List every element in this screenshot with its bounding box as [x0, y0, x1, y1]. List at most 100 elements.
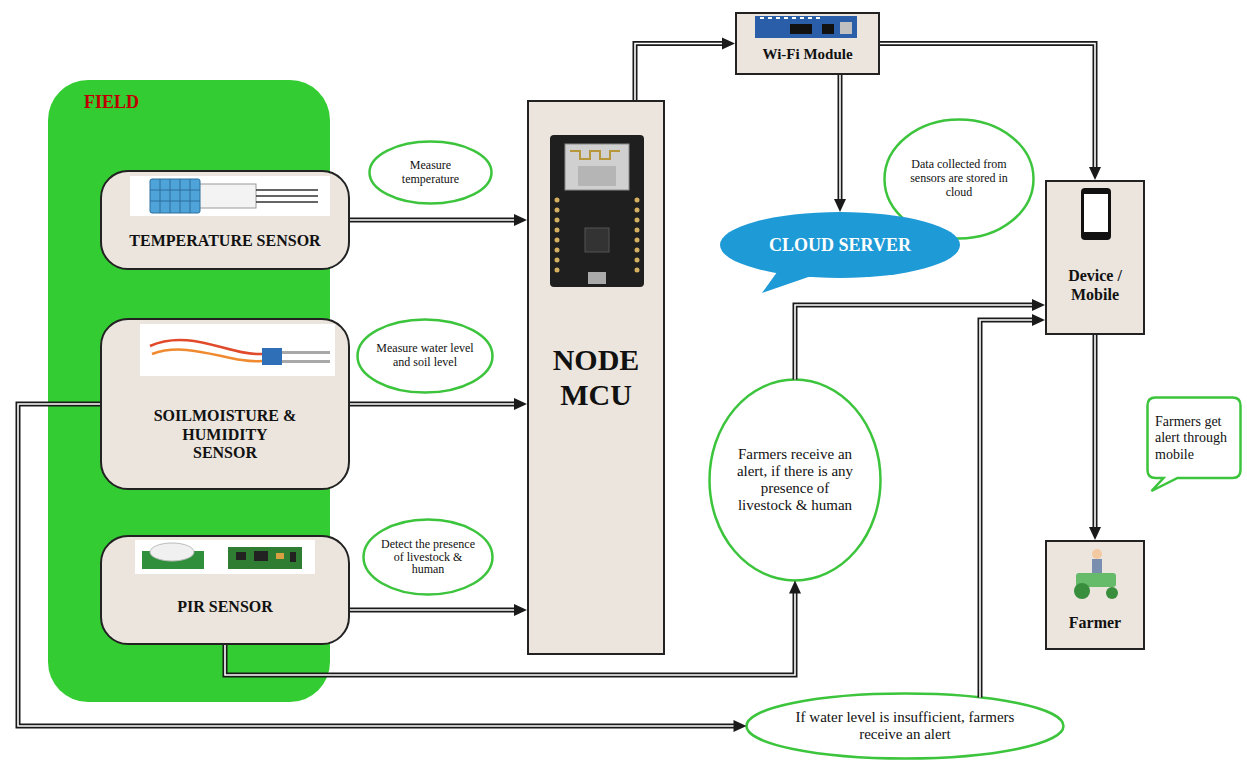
node-label: NODE MCU: [541, 343, 651, 412]
temperature-sensor-picture: [130, 176, 330, 216]
node-label: CLOUD SERVER: [743, 235, 938, 256]
node-label: Farmer: [1069, 614, 1121, 632]
ellipse-outline: [364, 520, 493, 595]
arrow-head: [1032, 314, 1045, 326]
node-label: Measure temperature: [384, 159, 477, 187]
chip: [822, 24, 834, 34]
node-label: Measure water level and soil level: [374, 342, 476, 370]
connector-core: [18, 404, 736, 726]
picture-ground: [130, 176, 330, 216]
bubble-outline: [1148, 398, 1241, 492]
node-label: Data collected from sensors are stored i…: [909, 158, 1009, 199]
farmer-picture: [1074, 549, 1118, 599]
node-label: Farmers get alert through mobile: [1155, 414, 1236, 462]
cloud-body: [720, 212, 960, 278]
connector-core: [350, 403, 516, 405]
connector-core: [225, 592, 795, 676]
board: [550, 135, 644, 287]
sensor-prong: [282, 351, 330, 354]
chip: [236, 552, 246, 560]
antenna: [570, 151, 620, 159]
pir-sensor-picture: [135, 540, 315, 574]
sensor-body: [150, 179, 200, 213]
connector: [795, 299, 1045, 380]
arrow-head: [722, 38, 735, 50]
chip: [790, 24, 812, 34]
node-label: If water level is insufficient, farmers …: [777, 709, 1033, 744]
arrow-head: [1089, 527, 1101, 540]
ellipse-outline: [710, 380, 881, 581]
node-label: Farmers receive an alert, if there is an…: [734, 446, 856, 515]
alert-circle: Farmers receive an alert, if there is an…: [708, 378, 882, 582]
connector-line: [225, 592, 795, 676]
connector: [980, 314, 1045, 697]
connector-core: [635, 44, 724, 101]
node-label: PIR SENSOR: [177, 598, 273, 616]
module-board: [755, 16, 857, 38]
arrow-head: [834, 199, 846, 212]
node-label: SOILMOISTURE & HUMIDITY SENSOR: [150, 407, 300, 462]
picture-ground: [140, 324, 335, 376]
connector-line: [1093, 335, 1098, 529]
device-box: Device / Mobile: [1045, 180, 1145, 335]
module-box: Wi-Fi Module: [735, 12, 880, 75]
phone-picture: [1081, 188, 1111, 240]
connector-line: [350, 608, 516, 613]
node-label: FIELD: [84, 92, 139, 113]
phone-screen: [1084, 194, 1108, 232]
chip: [585, 228, 609, 252]
connector-core: [350, 219, 516, 221]
chip: [254, 551, 268, 561]
connector-core: [980, 320, 1034, 697]
node-label: Detect the presence of livestock & human: [379, 538, 477, 576]
callout-ellipse: Measure water level and soil level: [356, 318, 494, 394]
node-label: Device / Mobile: [1050, 267, 1140, 304]
ellipse-outline: [370, 142, 492, 204]
farmer-head: [1092, 549, 1102, 559]
node-label: Wi-Fi Module: [762, 46, 852, 63]
arrow-head: [514, 398, 527, 410]
tractor-wheel: [1106, 587, 1118, 599]
connector: [880, 44, 1101, 181]
sensor-board: [228, 547, 302, 569]
arrow-head: [789, 581, 801, 594]
wifi-module-picture: [755, 16, 857, 38]
wifi-shield: [565, 144, 629, 190]
connector-line: [880, 44, 1095, 170]
connector-core: [839, 75, 841, 201]
arrow-head: [514, 214, 527, 226]
controller-box: NODE MCU: [527, 100, 665, 655]
phone-body: [1081, 188, 1111, 240]
arrow-head: [734, 720, 747, 732]
connector-line: [350, 218, 516, 223]
connector: [635, 38, 735, 101]
callout-ellipse: Detect the presence of livestock & human: [362, 518, 494, 596]
nodemcu-picture: [550, 135, 644, 287]
sensor-board: [262, 348, 282, 365]
ellipse-outline: [358, 320, 493, 393]
connector: [834, 75, 846, 212]
speech-bubble: Farmers get alert through mobile: [1146, 396, 1242, 492]
chip: [276, 553, 284, 559]
connector-line: [18, 404, 736, 726]
sensor-wire: [150, 340, 262, 354]
connector-core: [1094, 335, 1096, 529]
tractor-body: [1076, 573, 1116, 587]
chip: [840, 22, 852, 34]
connector-core: [880, 44, 1095, 170]
callout-ellipse: Measure temperature: [368, 140, 493, 205]
sensor-board: [142, 551, 204, 569]
sensor-box: PIR SENSOR: [100, 535, 350, 645]
sensor-pins: [256, 190, 318, 202]
connector-core: [795, 305, 1034, 380]
connector-core: [350, 609, 516, 611]
connector: [225, 581, 801, 676]
usb-port: [588, 272, 606, 284]
sensor-box: SOILMOISTURE & HUMIDITY SENSOR: [100, 318, 350, 490]
connector: [1089, 335, 1101, 540]
chip: [578, 166, 616, 186]
connector-line: [635, 44, 724, 101]
chip: [290, 552, 296, 562]
pin-row: [555, 198, 640, 273]
